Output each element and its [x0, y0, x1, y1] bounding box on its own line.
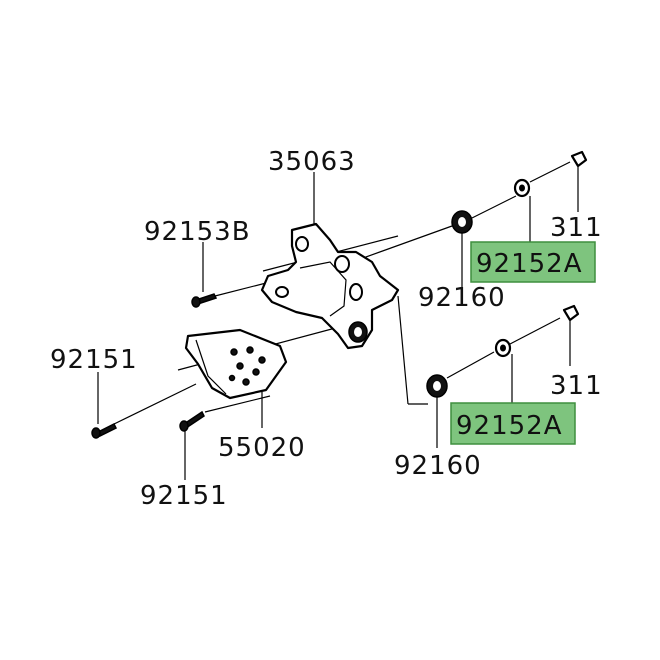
- label-311-top: 311: [550, 213, 603, 243]
- label-92160-top: 92160: [418, 283, 506, 313]
- highlight-box-bottom: [450, 402, 576, 445]
- nut-311-top: [570, 150, 588, 168]
- screw-92151-bottom: [179, 410, 205, 432]
- heel-guard-plate: [184, 328, 288, 400]
- collar-92152a-top: [513, 178, 531, 198]
- axis-offset: [397, 295, 409, 405]
- label-35063: 35063: [268, 147, 356, 177]
- bolt-92153b: [191, 293, 218, 308]
- footrest-bracket: [260, 222, 400, 350]
- axis-top-b: [471, 195, 517, 219]
- collar-92152a-bottom: [494, 338, 512, 358]
- axis-bottom-b: [509, 317, 561, 345]
- label-92151-bottom: 92151: [140, 481, 228, 511]
- screw-92151-left: [91, 422, 118, 439]
- label-92151-left: 92151: [50, 345, 138, 375]
- label-92160-bottom: 92160: [394, 451, 482, 481]
- highlight-box-top: [470, 241, 596, 283]
- axis-top-c: [529, 161, 571, 183]
- axis-bolt-upper: [214, 281, 271, 297]
- axis-screw-left: [109, 383, 197, 427]
- damper-92160-top: [451, 210, 473, 234]
- label-92152a-bottom: 92152A: [456, 411, 563, 441]
- label-92153b: 92153B: [144, 217, 251, 247]
- axis-bottom-a: [446, 351, 495, 379]
- label-92152a-top: 92152A: [476, 249, 583, 279]
- label-55020: 55020: [218, 433, 306, 463]
- damper-92160-bottom: [426, 374, 448, 398]
- nut-311-bottom: [562, 304, 580, 322]
- axis-guard-b: [204, 395, 271, 413]
- label-311-bottom: 311: [550, 371, 603, 401]
- axis-top-a: [351, 225, 453, 263]
